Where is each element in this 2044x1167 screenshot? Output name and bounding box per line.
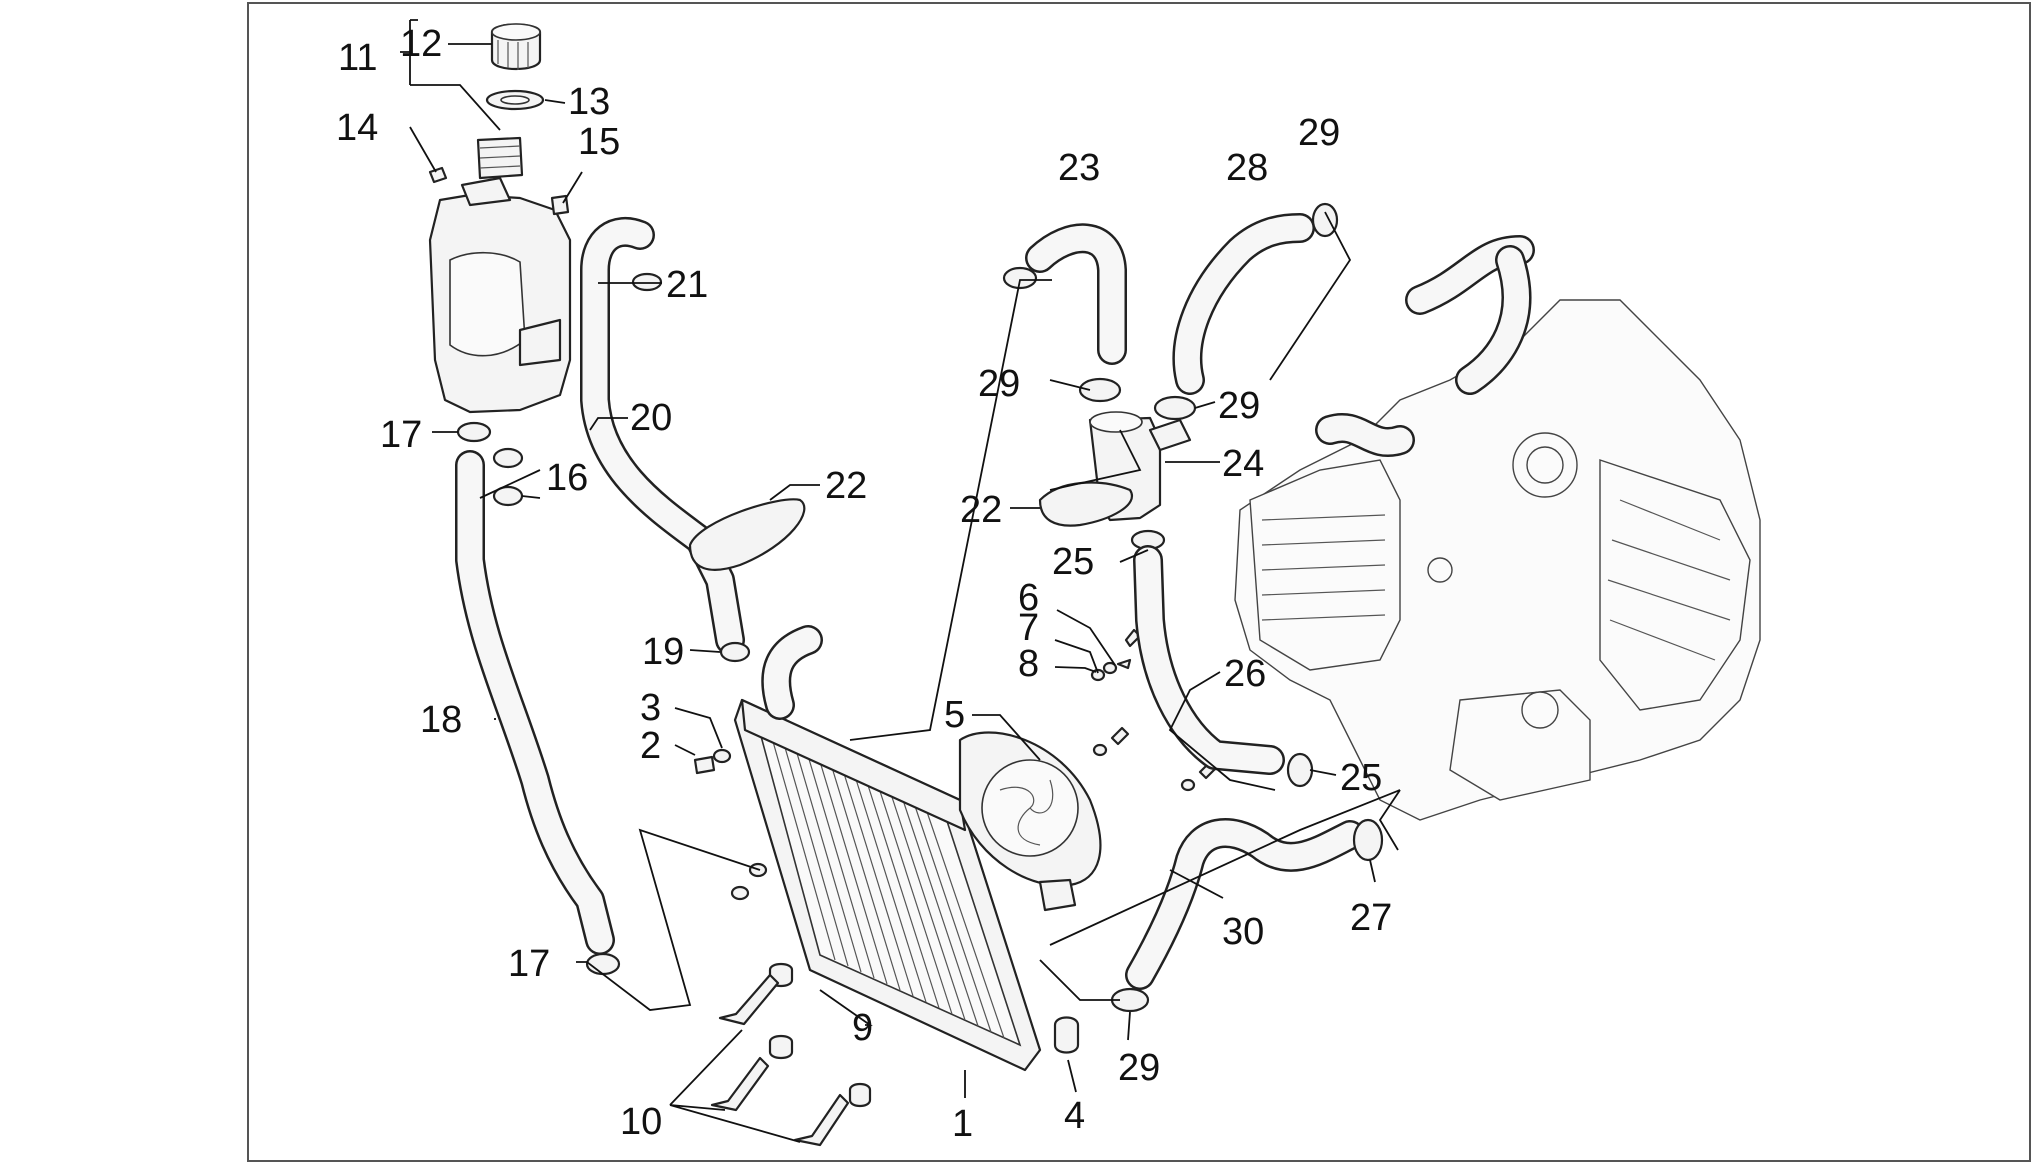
bypass-hose bbox=[1133, 545, 1285, 775]
callout-10: 10 bbox=[620, 1101, 662, 1143]
hose-clamp-29-c bbox=[1153, 395, 1197, 421]
filler-cap bbox=[490, 23, 542, 70]
hose-clamp-29-d bbox=[1311, 202, 1339, 238]
callout-29-top: 29 bbox=[1298, 112, 1340, 154]
diagram-frame bbox=[247, 2, 2031, 1162]
tank-screw bbox=[428, 166, 448, 184]
hose-clamp-17-bottom bbox=[585, 952, 621, 976]
hose-clamp-29-a bbox=[1002, 266, 1038, 290]
hose-clamp-19 bbox=[719, 641, 751, 663]
callout-7: 7 bbox=[1018, 607, 1039, 649]
callout-1: 1 bbox=[952, 1103, 973, 1145]
hose-clamp-21 bbox=[631, 272, 663, 292]
mounting-bolts bbox=[710, 973, 850, 1147]
callout-22-left: 22 bbox=[825, 465, 867, 507]
callout-12: 12 bbox=[400, 23, 442, 65]
callout-14: 14 bbox=[336, 107, 378, 149]
hose-clamp-29-b bbox=[1078, 377, 1122, 403]
radiator-outlet-hose bbox=[1125, 818, 1365, 990]
callout-27: 27 bbox=[1350, 897, 1392, 939]
radiator-grommet bbox=[1053, 1016, 1080, 1054]
electric-fan bbox=[958, 731, 1102, 912]
callout-18: 18 bbox=[420, 699, 462, 741]
hose-clamp-17-top bbox=[456, 421, 492, 443]
callout-6: 6 bbox=[1018, 577, 1039, 619]
hose-clamp-27 bbox=[1352, 818, 1384, 862]
callout-2: 2 bbox=[640, 725, 661, 767]
hose-clamp-25-bottom bbox=[1286, 752, 1314, 788]
callout-21: 21 bbox=[666, 264, 708, 306]
callout-3: 3 bbox=[640, 687, 661, 729]
mounting-screw-2 bbox=[693, 748, 732, 775]
callout-30: 30 bbox=[1222, 911, 1264, 953]
callout-28: 28 bbox=[1226, 147, 1268, 189]
engine-block bbox=[1234, 235, 1761, 821]
callout-17-bottom: 17 bbox=[508, 943, 550, 985]
callout-15: 15 bbox=[578, 121, 620, 163]
tank-grommets bbox=[492, 447, 524, 507]
callout-11: 11 bbox=[338, 37, 377, 79]
callout-17-top: 17 bbox=[380, 414, 422, 456]
callout-22-right: 22 bbox=[960, 489, 1002, 531]
callout-4: 4 bbox=[1064, 1095, 1085, 1137]
callout-labels: 11 12 13 14 15 21 17 16 20 22 18 19 3 2 … bbox=[336, 23, 1392, 1145]
callout-9: 9 bbox=[852, 1007, 873, 1049]
callout-20: 20 bbox=[630, 397, 672, 439]
leader-lines bbox=[400, 19, 1401, 1143]
callout-23: 23 bbox=[1058, 147, 1100, 189]
breather-hose bbox=[580, 216, 745, 655]
callout-8: 8 bbox=[1018, 643, 1039, 685]
tank-hose bbox=[455, 450, 615, 955]
callout-29-right: 29 bbox=[1218, 385, 1260, 427]
radiator-core-fins bbox=[769, 730, 1005, 1039]
callout-25-bottom: 25 bbox=[1340, 757, 1382, 799]
callout-29-left: 29 bbox=[978, 363, 1020, 405]
radiator-inlet-hose bbox=[1025, 223, 1127, 365]
hose-retainer-left bbox=[688, 498, 806, 571]
callout-19: 19 bbox=[642, 631, 684, 673]
callout-24: 24 bbox=[1222, 443, 1264, 485]
engine-outlet-hose bbox=[1172, 213, 1315, 395]
callout-16: 16 bbox=[546, 457, 588, 499]
callout-5: 5 bbox=[944, 694, 965, 736]
callout-13: 13 bbox=[568, 81, 610, 123]
callout-26: 26 bbox=[1224, 653, 1266, 695]
callout-29-bottom: 29 bbox=[1118, 1047, 1160, 1089]
expansion-tank bbox=[428, 136, 572, 414]
radiator bbox=[733, 625, 1042, 1072]
callout-25-top: 25 bbox=[1052, 541, 1094, 583]
cylinder-head-fins bbox=[1261, 514, 1386, 621]
